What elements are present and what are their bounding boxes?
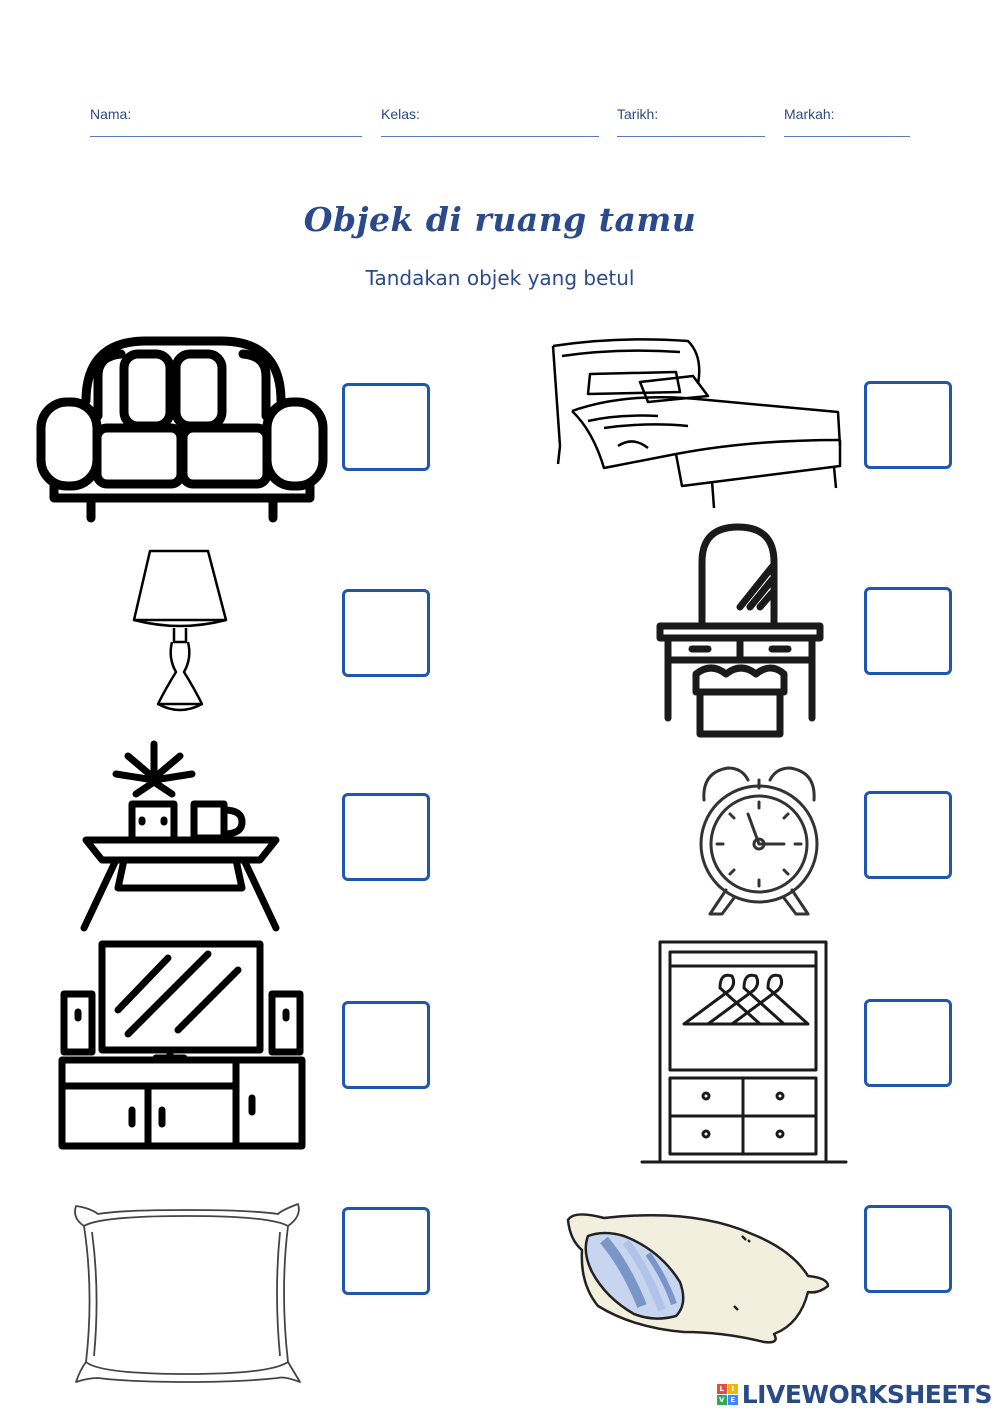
page-title: Objek di ruang tamu [303,200,697,239]
class-field[interactable]: Kelas: [381,104,599,137]
answer-checkbox[interactable] [864,999,952,1087]
answer-checkbox[interactable] [864,587,952,675]
watermark-text: LIVEWORKSHEETS [741,1379,993,1409]
name-field[interactable]: Nama: [90,104,362,137]
cushion-icon [70,1202,306,1386]
answer-checkbox[interactable] [342,1207,430,1295]
marks-field[interactable]: Markah: [784,104,910,137]
wardrobe-icon [640,936,850,1168]
sofa-icon [36,336,328,526]
pillow-icon [564,1206,832,1346]
bed-icon [548,336,846,512]
answer-checkbox[interactable] [342,383,430,471]
alarm-clock-icon [698,764,820,918]
answer-checkbox[interactable] [864,381,952,469]
answer-checkbox[interactable] [864,1205,952,1293]
answer-checkbox[interactable] [864,791,952,879]
tv-cabinet-icon [58,940,306,1154]
instruction-text: Tandakan objek yang betul [365,266,635,290]
marks-label: Markah: [784,106,835,122]
liveworksheets-watermark: L I V E LIVEWORKSHEETS [716,1378,993,1410]
name-label: Nama: [90,106,132,122]
liveworksheets-logo-icon: L I V E [716,1383,738,1405]
dressing-table-icon [656,522,824,740]
answer-checkbox[interactable] [342,793,430,881]
side-table-with-plant-and-mug-icon [78,738,282,938]
class-label: Kelas: [381,106,420,122]
table-lamp-icon [130,546,230,720]
date-field[interactable]: Tarikh: [617,104,765,137]
answer-checkbox[interactable] [342,1001,430,1089]
date-label: Tarikh: [617,106,659,122]
answer-checkbox[interactable] [342,589,430,677]
